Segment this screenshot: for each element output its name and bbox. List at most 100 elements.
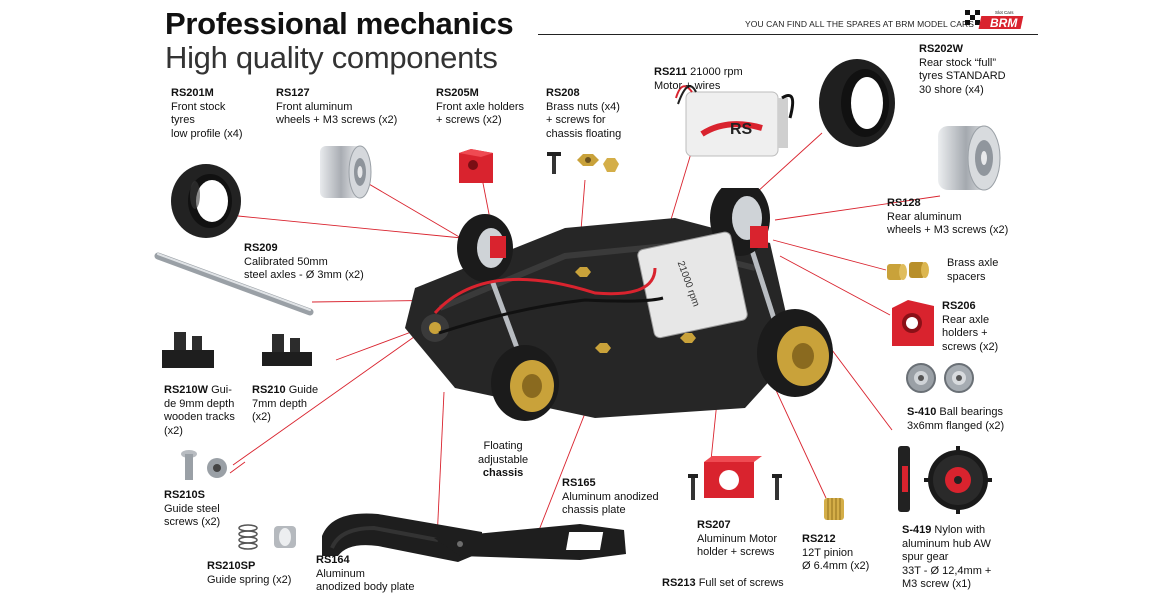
part-desc-line: Aluminum [316,567,365,580]
part-desc-line: tyres STANDARD [919,70,1006,82]
label-rs210s: RS210S Guide steel screws (x2) [164,489,220,530]
part-code: RS212 [802,533,836,545]
part-code: RS210W [164,384,209,396]
label-rs211: RS211 21000 rpm Motor + wires [654,66,743,93]
label-rs207: RS207 Aluminum Motor holder + screws [697,519,777,560]
part-desc-line: holders + [942,327,988,339]
logo-text: BRM [990,16,1018,30]
part-code: RS213 [662,577,696,589]
part-desc-inline: Nylon with [934,524,986,536]
chassis-plate-icon [434,524,626,560]
part-desc-line: Aluminum Motor [697,532,778,545]
part-desc-line: 12T pinion [802,546,854,559]
header-rule [538,34,1038,35]
rear-tyre-icon [819,59,895,147]
part-desc-line: + screws for [546,114,606,126]
label-brass-spacers: Brass axle spacers [947,257,998,284]
part-code: RS208 [546,87,580,99]
brass-spacer-icon [887,262,929,280]
guide-icon [262,334,312,366]
part-code: RS211 [654,66,688,78]
part-desc-line: de 9mm depth [164,397,235,410]
part-desc-line: wheels + M3 screws (x2) [276,114,398,126]
part-desc-line: M3 screw (x1) [902,578,972,590]
front-aluminum-wheel-icon [320,145,372,199]
part-desc-line: Front axle holders [436,100,525,113]
part-desc-line: 7mm depth [252,397,308,410]
label-rs209: RS209 Calibrated 50mm steel axles - Ø 3m… [244,242,364,283]
guide-spring-icon [238,524,296,550]
label-s419: S-419 Nylon with aluminum hub AW spur ge… [902,524,991,592]
part-code: RS164 [316,554,350,566]
motor-brand-text: RS [730,121,753,138]
label-s410: S-410 Ball bearings 3x6mm flanged (x2) [907,406,1004,433]
pinion-icon [824,498,844,520]
part-code: RS165 [562,477,596,489]
label-rs127: RS127 Front aluminum wheels + M3 screws … [276,87,397,128]
front-axle-holder-icon [459,149,493,183]
part-code: RS128 [887,197,921,209]
part-desc-line: holder + screws [697,546,775,558]
part-desc-line: Calibrated 50mm [244,255,328,268]
part-desc-line: 3x6mm flanged (x2) [907,419,1005,432]
label-rs164: RS164 Aluminum anodized body plate [316,554,414,595]
rear-aluminum-wheel-icon [938,125,1001,191]
part-desc-line: anodized body plate [316,581,415,593]
part-desc-inline: Guide [288,384,319,396]
label-floating-chassis: Floating adjustable chassis [478,440,528,481]
part-desc-line: adjustable [478,453,529,466]
part-desc-line: Guide steel [164,502,220,515]
page-subtitle: High quality components [165,40,498,75]
label-rs210sp: RS210SP Guide spring (x2) [207,560,291,587]
label-rs206: RS206 Rear axle holders + screws (x2) [942,300,998,354]
spares-tagline: YOU CAN FIND ALL THE SPARES AT BRM MODEL… [745,19,975,29]
part-desc-inline: Full set of screws [698,577,784,589]
part-code: RS210S [164,489,205,501]
ball-bearing-icon [906,363,974,393]
assembled-chassis-icon: 21000 rpm [405,188,833,421]
part-desc-inline: 21000 rpm [690,66,743,78]
part-code: RS205M [436,87,479,99]
part-desc-line: aluminum hub AW [902,537,991,550]
part-code: RS210 [252,384,286,396]
brm-logo: BRM Slot Cars [965,10,1024,30]
part-code: RS127 [276,87,310,99]
motor-holder-icon [688,456,782,500]
spur-gear-icon [898,446,992,514]
steel-axle-icon [154,252,314,316]
part-desc-line: Brass nuts (x4) [546,100,620,113]
part-desc-line: Aluminum anodized [562,490,659,503]
part-code: RS206 [942,300,976,312]
part-desc-line: wheels + M3 screws (x2) [887,224,1009,236]
part-desc-line: screws (x2) [942,340,999,353]
part-code: RS210SP [207,560,256,572]
part-code: RS201M [171,87,214,99]
label-rs210: RS210 Guide 7mm depth (x2) [252,384,318,425]
part-desc-line: Rear aluminum [887,210,962,223]
part-code: RS207 [697,519,731,531]
part-desc-line: + screws (x2) [436,114,502,126]
part-desc-line: Brass axle [947,257,999,269]
label-rs208: RS208 Brass nuts (x4) + screws for chass… [546,87,621,141]
part-desc-line: Motor + wires [654,79,721,92]
label-rs128: RS128 Rear aluminum wheels + M3 screws (… [887,197,1008,238]
part-desc-line: Front aluminum [276,100,353,113]
page-title: Professional mechanics [165,6,514,41]
label-rs202w: RS202W Rear stock “full” tyres STANDARD … [919,43,1006,97]
part-desc-line: Ø 6.4mm (x2) [802,560,870,572]
part-desc-line: 30 shore (x4) [919,83,984,96]
label-rs165: RS165 Aluminum anodized chassis plate [562,477,659,518]
part-desc-line: Guide spring (x2) [207,573,292,586]
rear-axle-holder-icon [892,300,934,346]
part-desc-line: Floating [483,440,523,452]
part-desc-line: Rear axle [942,313,990,326]
part-desc-line: wooden tracks [164,411,235,423]
label-rs213: RS213 Full set of screws [662,577,784,591]
part-code: S-419 [902,524,932,536]
part-desc-line: chassis floating [546,127,622,140]
wooden-track-guide-icon [162,332,214,368]
part-code: S-410 [907,406,937,418]
part-desc-line: Front stock [171,100,226,113]
part-desc-line: screws (x2) [164,516,221,528]
